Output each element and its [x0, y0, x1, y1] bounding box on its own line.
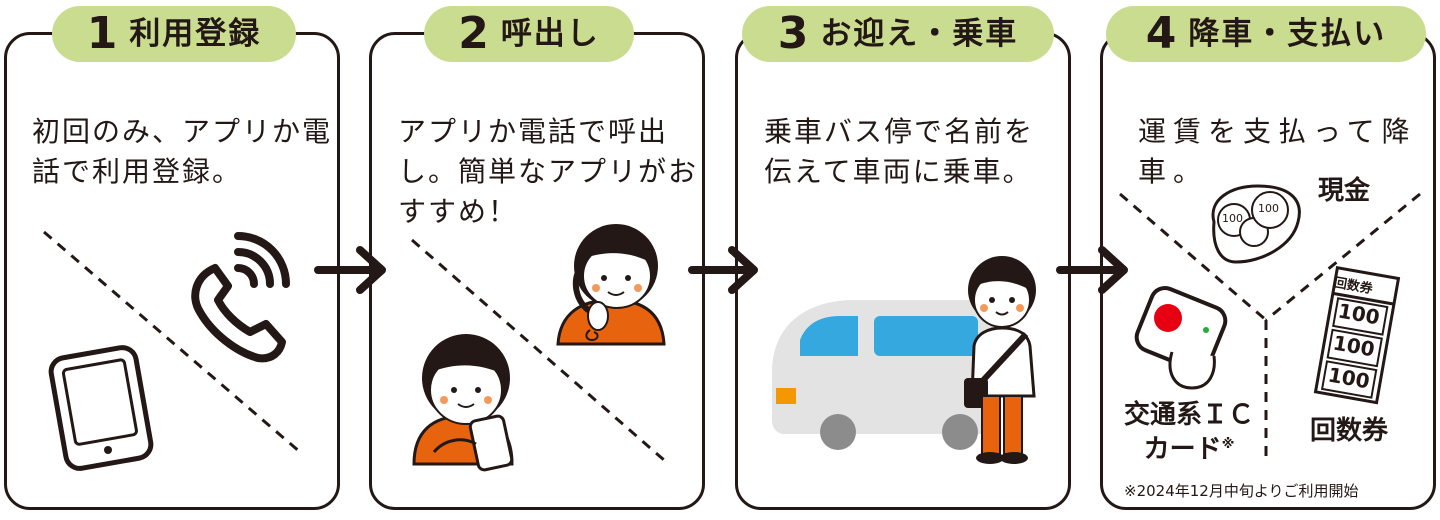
step-1-number: 1 [86, 8, 118, 59]
step-3-description: 乗車バス停で名前を 伝えて車両に乗車。 [764, 115, 1035, 188]
van-illustration [772, 300, 998, 450]
coin-value-2: 100 [1258, 202, 1279, 215]
coupon-ticket-icon [1313, 266, 1401, 405]
ic-card-icon [1134, 286, 1228, 390]
divider-line-1 [43, 230, 301, 454]
step-1-title-text: 利用登録 [129, 15, 262, 52]
step-3-title: 3 お迎え・乗車 [742, 6, 1054, 62]
cash-label: 現金 [1318, 176, 1371, 206]
smartphone-icon [48, 345, 154, 471]
footnote: ※2024年12月中旬よりご利用開始 [1124, 482, 1359, 500]
coin-value-1: 100 [1222, 212, 1243, 225]
divider-line-2 [411, 238, 665, 462]
step-2-title: 2 呼出し [424, 6, 634, 62]
step-card-4 [1100, 32, 1436, 510]
step-1-title: 1 利用登録 [52, 6, 296, 62]
step-2-description: アプリか電話で呼出 し。簡単なアプリがお すすめ！ [398, 115, 699, 228]
person-with-smartphone-illustration [412, 334, 514, 472]
step-2-number: 2 [458, 8, 489, 59]
arrow-icon-1 [314, 246, 386, 294]
telephone-icon [191, 232, 290, 363]
step-4-title: 4 降車・支払い [1106, 6, 1426, 62]
coupon-label: 回数券 [1310, 416, 1389, 446]
step-4-number: 4 [1145, 8, 1177, 59]
step-1-description: 初回のみ、アプリか電 話で利用登録。 [32, 115, 333, 188]
step-3-title-text: お迎え・乗車 [820, 15, 1019, 52]
passenger-illustration [964, 256, 1036, 464]
arrow-icon-3 [1056, 246, 1128, 294]
coins-in-hand-icon [1211, 184, 1301, 264]
person-with-phone-illustration [556, 224, 666, 346]
step-4-title-text: 降車・支払い [1188, 15, 1387, 52]
ic-card-label: 交通系ＩＣ カード※ [1123, 400, 1254, 465]
step-4-description: 運賃を支払って降 車。 [1138, 115, 1417, 188]
arrow-icon-2 [688, 246, 758, 294]
step-2-title-text: 呼出し [500, 15, 600, 52]
payment-divider [1119, 192, 1421, 464]
step-3-number: 3 [777, 8, 809, 59]
